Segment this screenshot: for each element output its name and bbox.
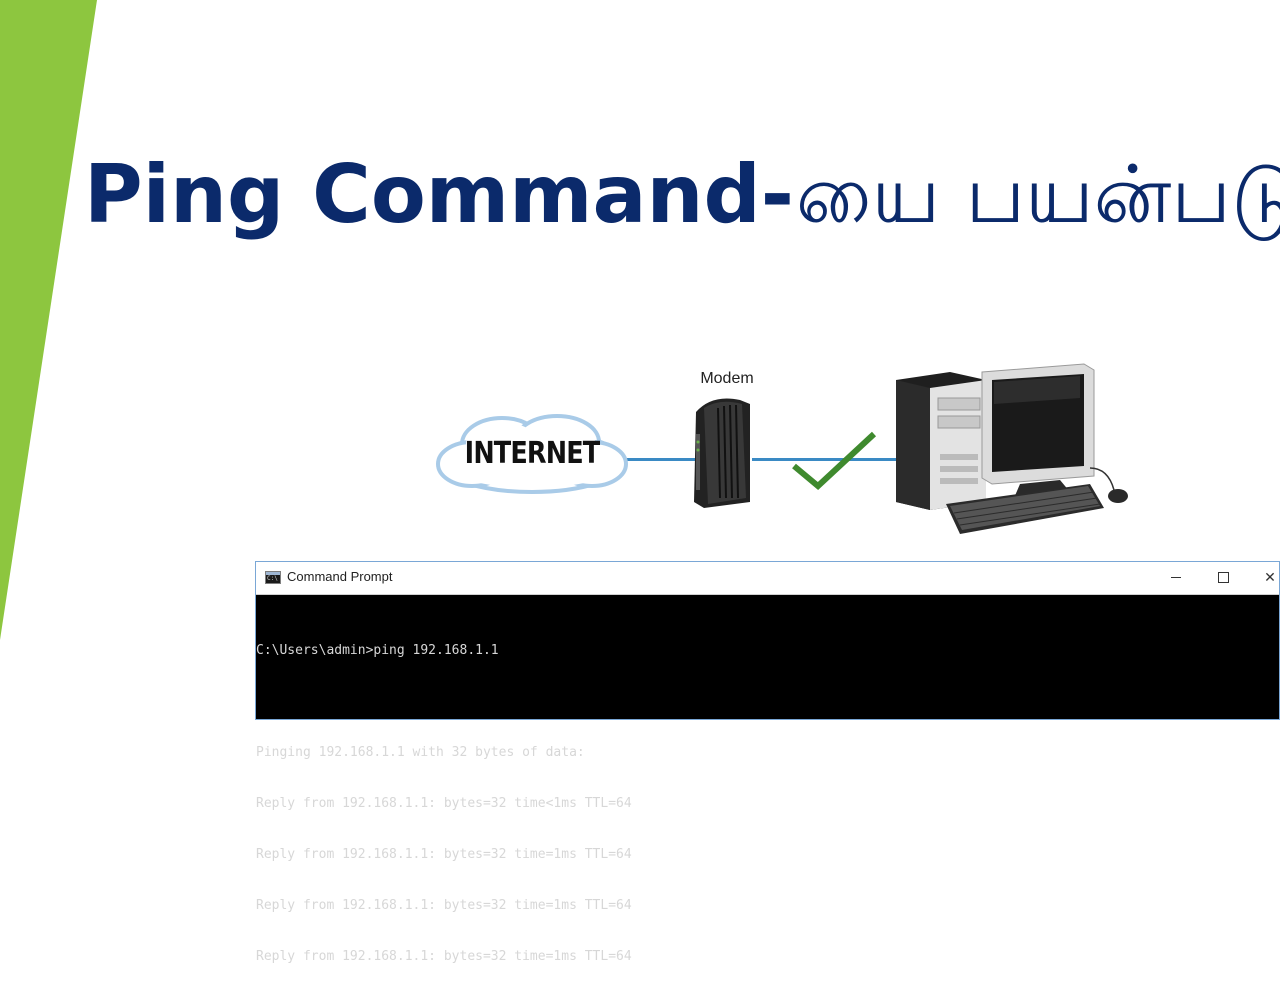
- cmd-output[interactable]: C:\Users\admin>ping 192.168.1.1 Pinging …: [256, 608, 1279, 999]
- maximize-button[interactable]: [1200, 562, 1246, 593]
- cmd-app-icon: [265, 571, 281, 584]
- modem-label: Modem: [700, 370, 754, 387]
- maximize-icon: [1217, 572, 1229, 583]
- cmd-line: Pinging 192.168.1.1 with 32 bytes of dat…: [256, 745, 585, 760]
- close-icon: ✕: [1264, 569, 1276, 586]
- title-tamil: யை பயன்படுத்த: [795, 148, 1280, 241]
- minimize-icon: [1171, 577, 1181, 578]
- modem-computer-link: [752, 458, 900, 461]
- slide-title: Ping Command-யை பயன்படுத்த: [84, 140, 1280, 250]
- cmd-titlebar[interactable]: Command Prompt ✕: [256, 562, 1279, 595]
- cmd-window-title: Command Prompt: [287, 569, 393, 584]
- minimize-button[interactable]: [1153, 562, 1199, 593]
- modem-icon: [690, 394, 760, 514]
- desktop-computer-icon: [890, 358, 1140, 552]
- close-button[interactable]: ✕: [1247, 562, 1280, 593]
- command-prompt-window[interactable]: Command Prompt ✕ C:\Users\admin>ping 192…: [255, 561, 1280, 964]
- cmd-line: Reply from 192.168.1.1: bytes=32 time<1m…: [256, 796, 632, 811]
- cmd-line: Reply from 192.168.1.1: bytes=32 time=1m…: [256, 949, 632, 964]
- cmd-line: [256, 693, 1279, 710]
- internet-modem-link: [620, 458, 696, 461]
- cmd-line: Reply from 192.168.1.1: bytes=32 time=1m…: [256, 847, 632, 862]
- cmd-line: Reply from 192.168.1.1: bytes=32 time=1m…: [256, 898, 632, 913]
- cloud-label: INTERNET: [464, 436, 600, 471]
- green-accent-bar: [0, 0, 97, 640]
- title-english: Ping Command-: [84, 148, 794, 241]
- cmd-line: C:\Users\admin>ping 192.168.1.1: [256, 643, 499, 658]
- checkmark-icon: [790, 430, 880, 498]
- network-diagram: INTERNET Modem: [420, 350, 1140, 550]
- cloud-icon: INTERNET: [432, 412, 632, 502]
